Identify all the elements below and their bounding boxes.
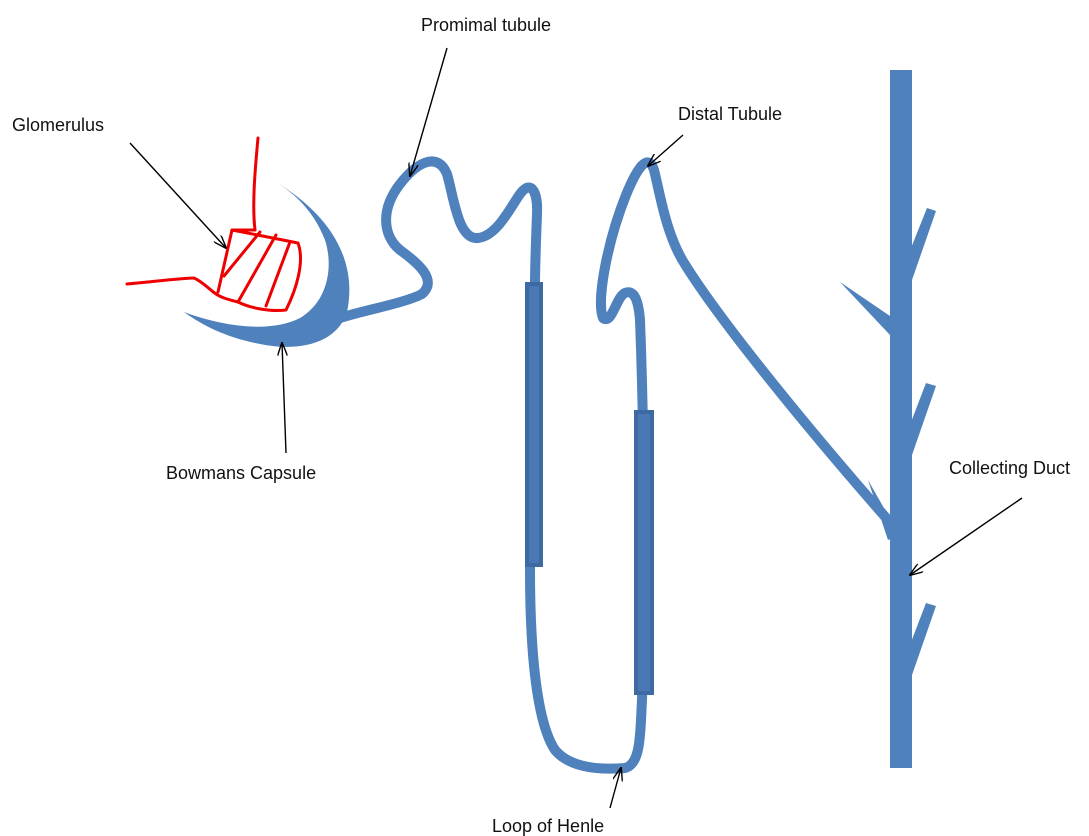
label-collecting-duct: Collecting Duct bbox=[949, 458, 1070, 478]
arrow-glomerulus bbox=[130, 143, 226, 248]
arrow-collecting-duct bbox=[910, 498, 1022, 575]
bowmans-capsule-shape bbox=[184, 181, 349, 347]
nephron-tubule bbox=[340, 161, 895, 768]
arrow-bowmans-capsule bbox=[282, 343, 286, 453]
label-glomerulus: Glomerulus bbox=[12, 115, 104, 135]
glomerulus-shape bbox=[127, 138, 300, 311]
arrow-loop-of-henle bbox=[610, 768, 621, 808]
label-loop-of-henle: Loop of Henle bbox=[492, 816, 604, 836]
label-bowmans-capsule: Bowmans Capsule bbox=[166, 463, 316, 483]
label-distal-tubule: Distal Tubule bbox=[678, 104, 782, 124]
ascending-limb-inner bbox=[638, 414, 650, 691]
label-proximal-tubule: Promimal tubule bbox=[421, 15, 551, 35]
pointer-arrows bbox=[130, 48, 1022, 808]
descending-limb-inner bbox=[529, 286, 539, 563]
collecting-duct-branches bbox=[840, 208, 936, 675]
arrow-distal-tubule bbox=[648, 135, 683, 166]
duct-branch-mid-left bbox=[868, 480, 893, 540]
duct-branch-upper-left bbox=[840, 282, 894, 335]
